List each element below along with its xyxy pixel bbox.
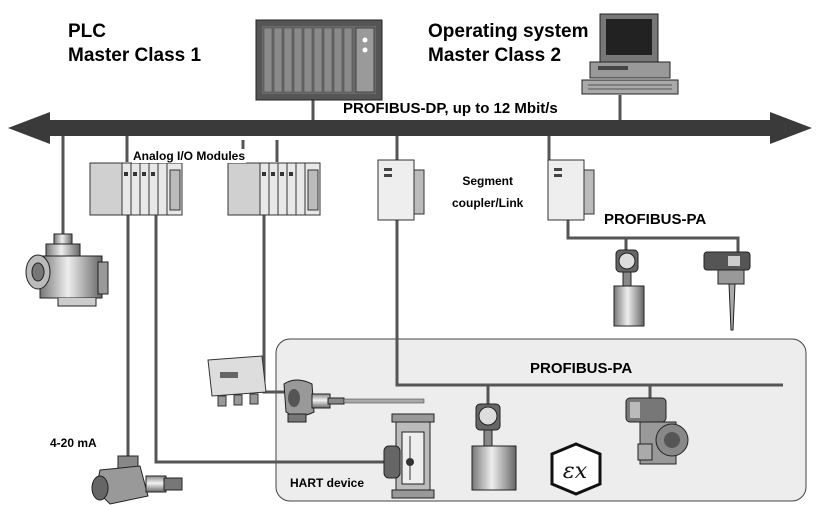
flowmeter-icon [613, 249, 645, 327]
operating-system-label-line1: Operating system [428, 21, 589, 42]
operating-system-label-line2: Master Class 2 [428, 45, 562, 66]
plc-label-line2: Master Class 1 [68, 45, 202, 66]
operating-system-label: Operating system Master Class 2 [428, 20, 589, 68]
svg-text:εx: εx [563, 459, 588, 484]
angle-valve-icon [91, 455, 183, 505]
segment-coupler-label-line2: coupler/Link [452, 196, 524, 210]
profibus-pa-upper-label: PROFIBUS-PA [604, 211, 707, 228]
temperature-sensor-icon [283, 379, 425, 423]
segment-coupler-label: Segment coupler/Link [452, 170, 523, 214]
junction-box-icon [207, 355, 267, 407]
bus-label: PROFIBUS-DP, up to 12 Mbit/s [343, 100, 558, 117]
segment-coupler-icon [377, 159, 425, 221]
plc-rack-icon [255, 19, 383, 101]
analog-io-label: Analog I/O Modules [132, 149, 247, 163]
pump-valve-icon [25, 233, 109, 307]
ex-symbol: εx [550, 442, 602, 496]
profibus-dp-bus [8, 112, 812, 144]
rotameter-icon [383, 413, 435, 499]
computer-workstation-icon [581, 13, 679, 95]
profibus-pa-lower-label: PROFIBUS-PA [530, 360, 633, 377]
segment-coupler-icon [547, 159, 595, 221]
flowmeter-icon [471, 403, 517, 491]
plc-label: PLC Master Class 1 [68, 20, 201, 68]
io-module-icon [227, 162, 321, 216]
io-module-icon [89, 162, 183, 216]
hart-device-label: HART device [290, 476, 365, 490]
pressure-transmitter-icon [625, 397, 689, 465]
current-loop-label: 4-20 mA [50, 436, 97, 450]
segment-coupler-label-line1: Segment [462, 174, 514, 188]
plc-label-line1: PLC [68, 21, 106, 42]
level-probe-icon [703, 251, 751, 331]
